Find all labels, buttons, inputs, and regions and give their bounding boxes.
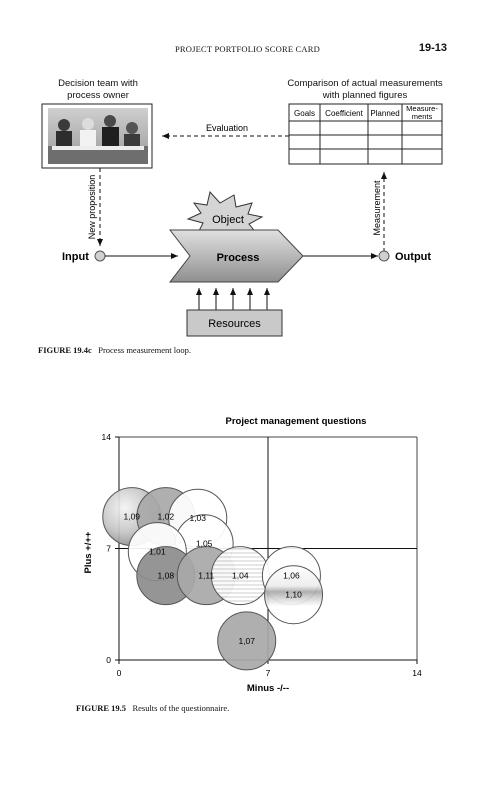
table-header-goals: Goals bbox=[294, 109, 315, 118]
table-header-measurements-1: Measure- bbox=[406, 104, 438, 113]
figure-19-4c-caption: FIGURE 19.4c Process measurement loop. bbox=[38, 345, 191, 355]
object-label: Object bbox=[212, 214, 244, 226]
y-axis-label: Plus +/++ bbox=[83, 531, 94, 573]
table-header-coefficient: Coefficient bbox=[325, 109, 363, 118]
evaluation-label: Evaluation bbox=[206, 123, 248, 133]
bubble-label: 1,06 bbox=[283, 571, 300, 581]
chart-title: Project management questions bbox=[226, 416, 367, 427]
bubble-label: 1,05 bbox=[196, 539, 213, 549]
comparison-label: Comparison of actual measurements with p… bbox=[287, 78, 443, 101]
x-tick-label: 7 bbox=[266, 668, 271, 678]
table-header-measurements-2: ments bbox=[412, 112, 433, 121]
figure-19-5-caption: FIGURE 19.5 Results of the questionnaire… bbox=[76, 703, 229, 713]
figure-19-5-number: FIGURE 19.5 bbox=[76, 703, 127, 713]
x-axis-label: Minus -/-- bbox=[247, 683, 289, 694]
x-tick-label: 14 bbox=[412, 668, 422, 678]
bubble-label: 1,07 bbox=[238, 636, 255, 646]
resources-label: Resources bbox=[208, 318, 261, 330]
bubble-label: 1,03 bbox=[189, 513, 206, 523]
y-tick-label: 14 bbox=[102, 432, 112, 442]
process-measurement-diagram: Goals Coefficient Planned Measure- ments… bbox=[41, 103, 443, 337]
bubble-1-07 bbox=[217, 611, 277, 671]
y-tick-label: 0 bbox=[106, 655, 111, 665]
bubble-label: 1,10 bbox=[285, 590, 302, 600]
bubble-label: 1,09 bbox=[123, 512, 140, 522]
figure-19-4c-text: Process measurement loop. bbox=[98, 345, 191, 355]
input-label: Input bbox=[62, 251, 89, 263]
running-header-title: PROJECT PORTFOLIO SCORE CARD bbox=[175, 44, 320, 54]
bubble-label: 1,04 bbox=[232, 571, 249, 581]
new-proposition-label: New proposition bbox=[87, 175, 97, 240]
bubble-label: 1,08 bbox=[158, 571, 175, 581]
decision-team-label: Decision team with process owner bbox=[58, 78, 138, 101]
x-tick-label: 0 bbox=[117, 668, 122, 678]
figure-19-5-text: Results of the questionnaire. bbox=[132, 703, 230, 713]
output-label: Output bbox=[395, 251, 431, 263]
table-header-planned: Planned bbox=[370, 109, 399, 118]
resource-arrows bbox=[196, 288, 270, 310]
page-number: 19-13 bbox=[418, 42, 447, 54]
bubble-1-10 bbox=[264, 565, 324, 625]
resources-box bbox=[186, 309, 283, 337]
bubble-chart: Project management questions 0 7 14 0 7 14Minu… bbox=[83, 416, 422, 694]
bubble-label: 1,02 bbox=[158, 512, 175, 522]
bubble-label: 1,11 bbox=[198, 571, 214, 581]
process-shape bbox=[168, 229, 304, 283]
y-tick-label: 7 bbox=[106, 544, 111, 554]
comparison-table: Goals Coefficient Planned Measure- ments bbox=[288, 103, 443, 165]
figure-19-4c-number: FIGURE 19.4c bbox=[38, 345, 92, 355]
output-node bbox=[378, 250, 390, 262]
measurement-label: Measurement bbox=[372, 180, 382, 236]
decision-team-photo bbox=[41, 103, 153, 169]
input-node bbox=[94, 250, 106, 262]
process-label: Process bbox=[217, 252, 260, 264]
bubble-label: 1,01 bbox=[149, 547, 166, 557]
